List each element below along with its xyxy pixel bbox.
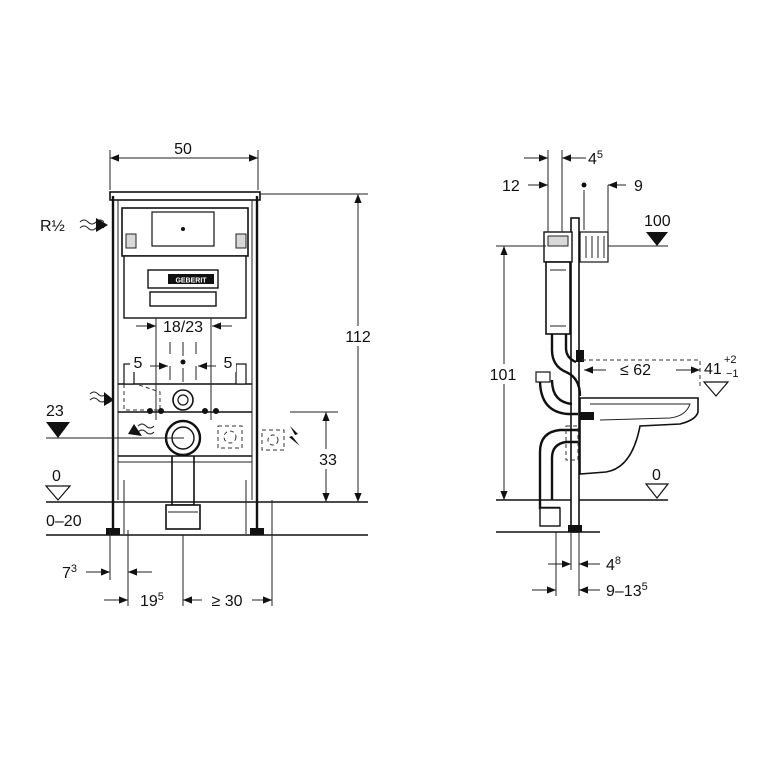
bottom-range-label: 9–135 (606, 581, 648, 600)
bowl-length-label: ≤ 62 (620, 362, 651, 379)
seat-height-plus-label: +2 (724, 354, 737, 366)
cistern: GEBERIT (121, 207, 249, 319)
right-bottom-label: ≥ 30 (211, 593, 242, 610)
water-connection-level-label: 23 (46, 403, 64, 420)
flush-water-icon (89, 391, 114, 406)
level-marker-filled-icon (46, 422, 70, 438)
level-marker-open-icon (44, 485, 72, 501)
side-zero-level-label: 0 (652, 467, 661, 484)
pan-connection-area (118, 363, 252, 530)
top-level-marker-icon (646, 232, 668, 246)
left-offset-label: 5 (134, 355, 143, 372)
right-depth-label: 9 (634, 178, 643, 195)
toilet-bowl (579, 359, 701, 475)
drain-water-icon (128, 423, 155, 436)
height-label: 112 (345, 329, 371, 346)
side-height-label: 101 (490, 367, 517, 384)
floor-range-label: 0–20 (46, 513, 82, 530)
geberit-badge (168, 274, 214, 284)
left-bottom-label: 73 (62, 563, 77, 582)
top-level-label: 100 (644, 213, 671, 230)
seat-height-minus-label: −1 (726, 368, 739, 380)
center-bottom-label: 195 (140, 591, 164, 610)
frame (106, 191, 264, 535)
left-depth-label: 12 (502, 178, 520, 195)
electric-height-label: 33 (319, 452, 337, 469)
side-level-marker-open-icon (644, 483, 670, 499)
front-view: GEBERIT (40, 141, 378, 610)
top-depth-label: 45 (588, 149, 603, 168)
seat-level-marker-icon (702, 381, 730, 397)
front-zero-level-label: 0 (52, 468, 61, 485)
seat-height-label: 41 (704, 361, 722, 378)
side-frame (543, 217, 609, 533)
right-offset-label: 5 (224, 355, 233, 372)
pipe-thread-label: R½ (40, 218, 65, 235)
electrical-socket (261, 426, 300, 451)
width-label: 50 (174, 141, 192, 158)
water-supply-icon (79, 218, 108, 232)
lightning-icon (289, 426, 300, 446)
bottom-depth-label: 48 (606, 555, 621, 574)
brand-badge-text: GEBERIT (175, 278, 207, 285)
side-view: 45 12 9 100 101 ≤ 62 41 +2 −1 0 (484, 149, 739, 600)
outlet-spacing-label: 18/23 (163, 319, 203, 336)
